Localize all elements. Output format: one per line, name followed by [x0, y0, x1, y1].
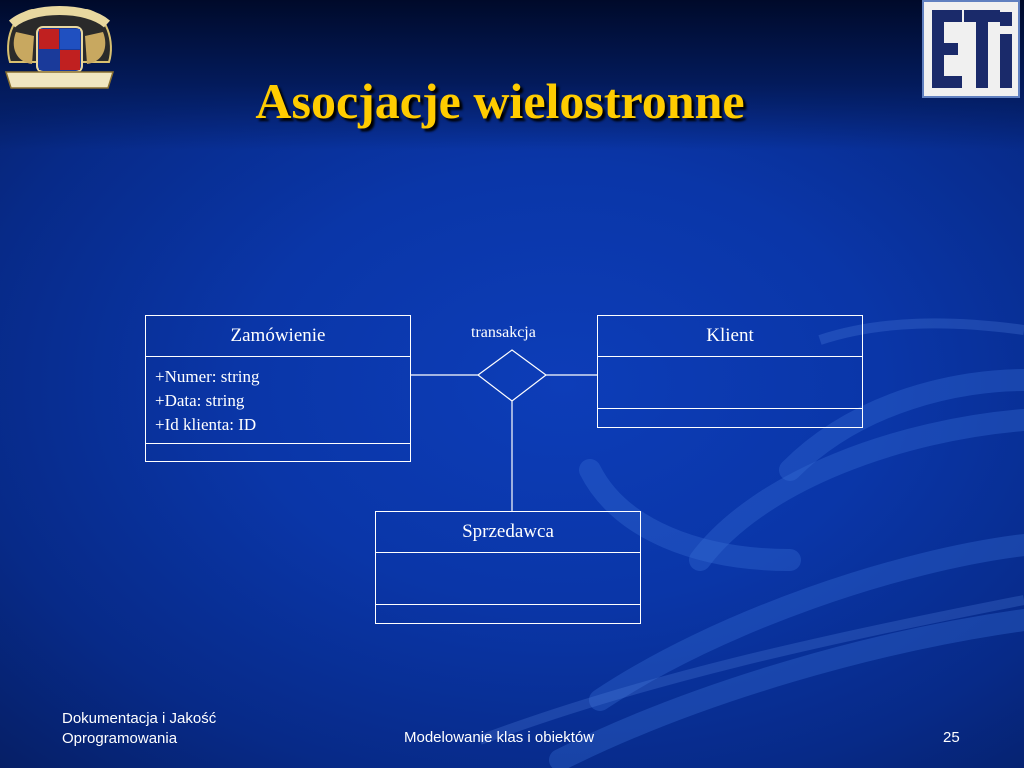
header-band [0, 0, 1024, 150]
class-box-zamowienie[interactable]: Zamówienie +Numer: string +Data: string … [145, 315, 411, 462]
class-box-sprzedawca[interactable]: Sprzedawca [375, 511, 641, 624]
footer-topic: Modelowanie klas i obiektów [404, 729, 595, 746]
footer-course-title: Dokumentacja i Jakość Oprogramowania [62, 709, 216, 749]
class-name: Zamówienie [146, 316, 410, 357]
slide-title: Asocjacje wielostronne [255, 73, 745, 129]
class-operations [598, 409, 862, 425]
class-operations [146, 444, 410, 459]
footer-line: Oprogramowania [62, 730, 178, 747]
class-attribute: +Numer: string [155, 367, 260, 386]
association-diamond-icon [476, 349, 548, 402]
class-attributes: +Numer: string +Data: string +Id klienta… [146, 357, 410, 444]
class-box-klient[interactable]: Klient [597, 315, 863, 428]
class-attributes [376, 553, 640, 605]
class-attribute: +Id klienta: ID [155, 415, 257, 434]
eti-logo [920, 0, 1024, 105]
class-attributes [598, 357, 862, 409]
page-number: 25 [943, 729, 960, 746]
footer-line: Dokumentacja i Jakość [62, 710, 217, 727]
class-attribute: +Data: string [155, 391, 245, 410]
university-crest-logo [2, 2, 117, 97]
class-name: Klient [598, 316, 862, 357]
class-name: Sprzedawca [376, 512, 640, 553]
association-label: transakcja [471, 324, 536, 341]
class-operations [376, 605, 640, 621]
